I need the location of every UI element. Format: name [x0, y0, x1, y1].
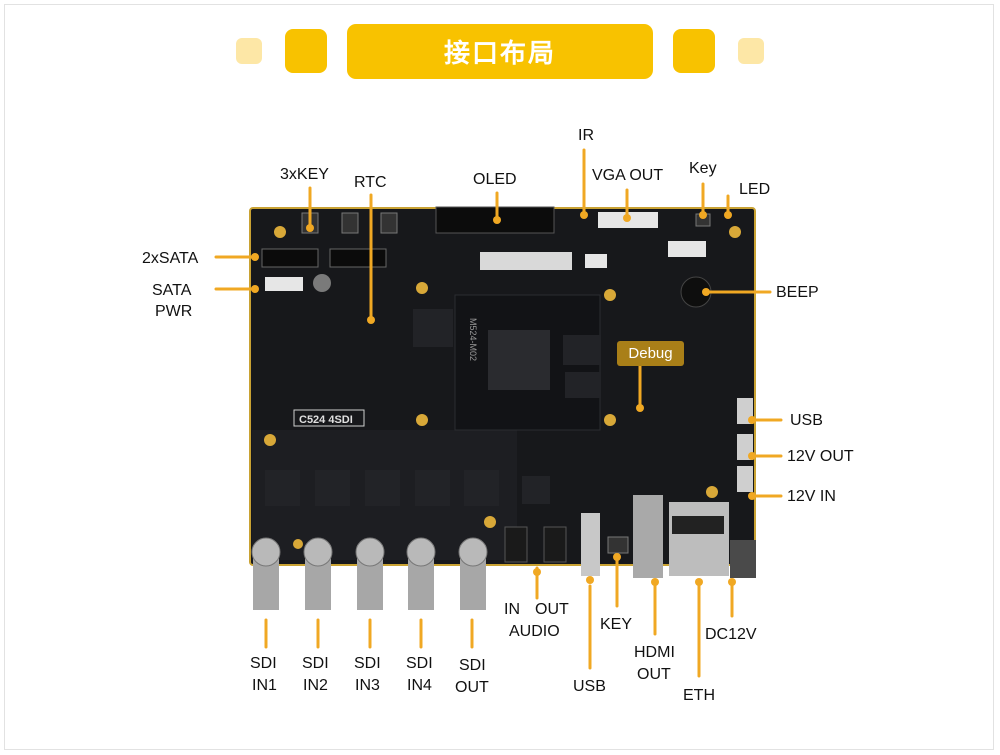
key-button-3: [380, 212, 398, 234]
connector-white-small: [585, 254, 607, 268]
bnc-connectors: [251, 537, 488, 610]
label-audio-in: IN: [504, 601, 520, 618]
callout-lines: [214, 148, 783, 678]
audio-jack-out: [543, 526, 567, 563]
label-sdi-in2-line1: SDI: [302, 655, 329, 672]
ddr-chip-3: [565, 372, 601, 398]
callout-dots: [251, 211, 756, 586]
label-sdi-in1-line2: IN1: [252, 677, 277, 694]
label-sdi-in4-line2: IN4: [407, 677, 432, 694]
label-vga-out: VGA OUT: [592, 167, 664, 184]
label-key-top: Key: [689, 160, 717, 177]
label-hdmi-line1: HDMI: [634, 644, 675, 661]
label-sdi-in3-line1: SDI: [354, 655, 381, 672]
label-sdi-in1-line1: SDI: [250, 655, 277, 672]
ethernet-magnetics-label: [672, 516, 724, 534]
silkscreen-model-box: [293, 409, 365, 427]
label-12v-in: 12V IN: [787, 488, 836, 505]
power-in-connector: [737, 466, 753, 492]
page-frame: [4, 4, 994, 750]
title-decoration-left: [285, 29, 327, 73]
label-3xkey: 3xKEY: [280, 166, 329, 183]
label-sdi-out-line1: SDI: [459, 657, 486, 674]
sdi-chip-6: [522, 476, 550, 504]
connector-white-right: [668, 241, 706, 257]
ethernet-port: [669, 502, 729, 576]
title-decoration-left-light: [236, 38, 262, 64]
label-usb-bottom: USB: [573, 678, 606, 695]
label-led: LED: [739, 181, 771, 198]
silkscreen-module: M524-M02: [468, 318, 478, 361]
label-sdi-in2-line2: IN2: [303, 677, 328, 694]
sdi-chip-1: [265, 470, 300, 506]
label-key-bottom: KEY: [600, 616, 633, 633]
label-rtc: RTC: [354, 174, 387, 191]
debug-tag: Debug: [617, 341, 684, 366]
sdi-chip-3: [365, 470, 400, 506]
mounting-holes: [264, 226, 741, 549]
title-decoration-right-light: [738, 38, 764, 64]
label-eth: ETH: [683, 687, 715, 704]
label-sdi-in4-line1: SDI: [406, 655, 433, 672]
label-sata-pwr-line1: SATA: [152, 282, 192, 299]
main-soc: [488, 330, 550, 390]
sata-power-connector: [265, 277, 303, 291]
label-usb-right: USB: [790, 412, 823, 429]
label-hdmi-line2: OUT: [637, 666, 671, 683]
audio-jack-in: [504, 526, 528, 563]
sata-port-1: [261, 248, 319, 268]
label-sdi-in3-line2: IN3: [355, 677, 380, 694]
fpc-connector: [480, 252, 572, 270]
label-audio-out: OUT: [535, 601, 569, 618]
label-sata-pwr-line2: PWR: [155, 303, 193, 320]
usb-port-bottom: [581, 513, 600, 576]
key-switch-bottom: [607, 536, 629, 554]
rtc-battery: [313, 274, 331, 292]
sdi-chip-2: [315, 470, 350, 506]
label-ir: IR: [578, 127, 594, 144]
key-button-2: [341, 212, 359, 234]
page-title: 接口布局: [347, 24, 653, 79]
ddr-chip-1: [413, 309, 453, 347]
ddr-chip-2: [563, 335, 601, 365]
label-dc12v: DC12V: [705, 626, 757, 643]
label-sdi-out-line2: OUT: [455, 679, 489, 696]
sdi-chip-5: [464, 470, 499, 506]
silkscreen-model: C524 4SDI: [299, 414, 353, 426]
label-oled: OLED: [473, 171, 517, 188]
label-2xsata: 2xSATA: [142, 250, 199, 267]
label-audio: AUDIO: [509, 623, 560, 640]
hdmi-port: [633, 495, 663, 578]
sdi-chip-4: [415, 470, 450, 506]
title-decoration-right: [673, 29, 715, 73]
label-beep: BEEP: [776, 284, 819, 301]
sata-port-2: [329, 248, 387, 268]
label-12v-out: 12V OUT: [787, 448, 854, 465]
dc-jack: [730, 540, 756, 578]
